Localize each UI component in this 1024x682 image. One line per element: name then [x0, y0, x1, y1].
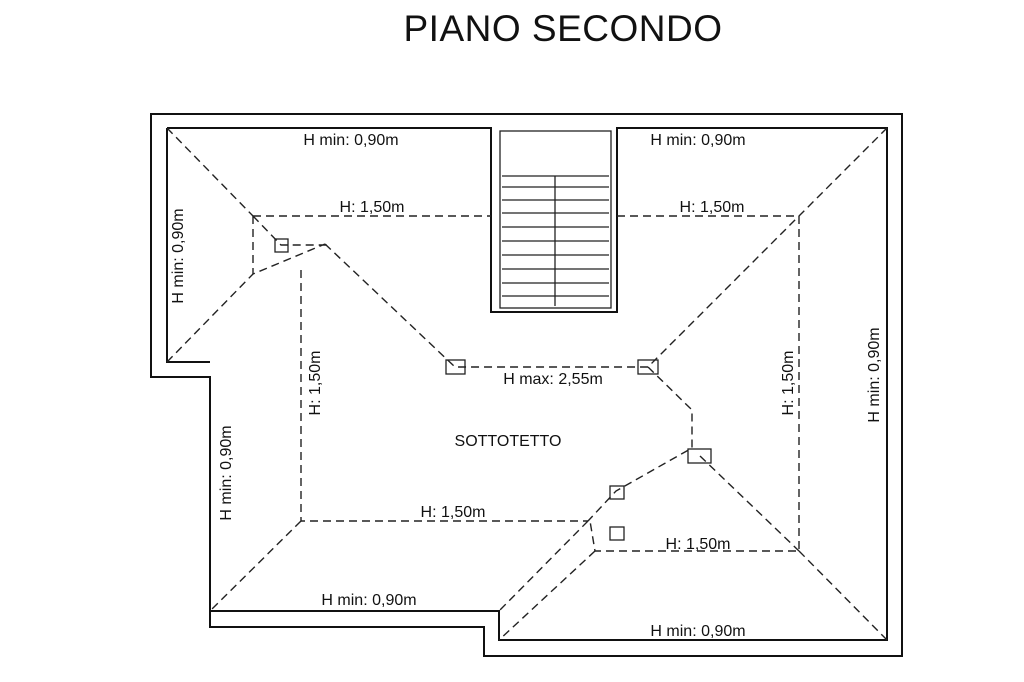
plan-title: PIANO SECONDO	[403, 8, 723, 49]
outer-wall	[150, 113, 903, 657]
label-bottom-right: H min: 0,90m	[650, 623, 745, 640]
label-inner-left-vertical: H: 1,50m	[307, 351, 324, 416]
room-label: SOTTOTETTO	[455, 433, 562, 450]
label-lower-left-vertical: H min: 0,90m	[218, 425, 235, 520]
roof-lines	[166, 127, 888, 641]
label-h150-top-left: H: 1,50m	[340, 199, 405, 216]
label-right-vertical: H min: 0,90m	[866, 327, 883, 422]
label-h150-top-right: H: 1,50m	[680, 199, 745, 216]
label-top-left: H min: 0,90m	[303, 132, 398, 149]
label-top-right: H min: 0,90m	[650, 132, 745, 149]
staircase	[499, 130, 612, 309]
label-h150-bottom-mid: H: 1,50m	[421, 504, 486, 521]
label-h-max: H max: 2,55m	[503, 371, 603, 388]
skylight-markers	[274, 238, 712, 541]
label-bottom-left: H min: 0,90m	[321, 592, 416, 609]
label-left-vertical: H min: 0,90m	[170, 208, 187, 303]
label-inner-right-vertical: H: 1,50m	[780, 351, 797, 416]
label-h150-bottom-right: H: 1,50m	[666, 536, 731, 553]
